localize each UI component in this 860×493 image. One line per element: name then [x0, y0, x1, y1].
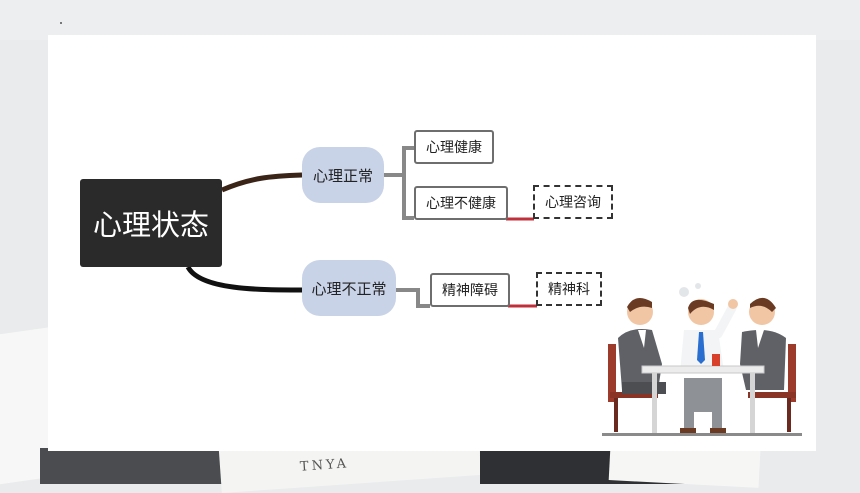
- connector-normal-healthy: [384, 146, 414, 177]
- link-node-psychiatry: 精神科: [536, 272, 602, 306]
- branch-abnormal: 心理不正常: [302, 260, 396, 316]
- link-node-consult: 心理咨询: [533, 185, 613, 219]
- thought-bubble-tiny: [695, 283, 701, 289]
- right-man-hair: [750, 297, 776, 312]
- left-man-suit: [618, 329, 662, 390]
- chair-left-seat: [610, 392, 658, 398]
- chair-right-leg: [787, 398, 791, 432]
- connector-abnormal-disorder: [396, 288, 430, 308]
- right-man-suit: [740, 330, 786, 390]
- leaf-healthy: 心理健康: [414, 130, 494, 164]
- chair-right-seat: [748, 392, 796, 398]
- left-man-hair: [627, 298, 652, 312]
- table-leg-right: [750, 373, 755, 433]
- connector-root-normal: [221, 172, 303, 193]
- chair-left-back: [608, 344, 616, 402]
- floor-line: [602, 433, 802, 436]
- cup: [712, 354, 720, 366]
- meeting-illustration: [602, 283, 802, 436]
- middle-man-raised-arm: [713, 303, 737, 339]
- chair-left-leg: [614, 398, 618, 432]
- middle-man-shoe-right: [710, 428, 726, 433]
- middle-man-shoe-left: [680, 428, 696, 433]
- root-node: 心理状态: [80, 179, 222, 267]
- middle-man-hair: [688, 299, 714, 314]
- leaf-unhealthy: 心理不健康: [414, 186, 508, 220]
- connector-root-abnormal: [185, 265, 303, 293]
- table-leg-left: [652, 373, 657, 433]
- branch-normal: 心理正常: [302, 147, 384, 203]
- right-man-shirt: [756, 330, 764, 348]
- background-top: [0, 0, 860, 40]
- dot-mark: [60, 22, 62, 24]
- thought-bubble-small: [679, 287, 689, 297]
- middle-man-tie: [697, 332, 705, 364]
- table-top: [641, 365, 765, 374]
- chair-right-back: [788, 344, 796, 402]
- middle-man-leg-left: [684, 412, 694, 428]
- connector-normal-unhealthy: [402, 175, 414, 220]
- left-man-legs: [622, 382, 666, 394]
- leaf-disorder: 精神障碍: [430, 273, 510, 307]
- left-man-shirt: [638, 330, 646, 348]
- middle-man-legs: [684, 378, 722, 412]
- middle-man-hand: [728, 299, 738, 309]
- middle-man-leg-right: [712, 412, 722, 428]
